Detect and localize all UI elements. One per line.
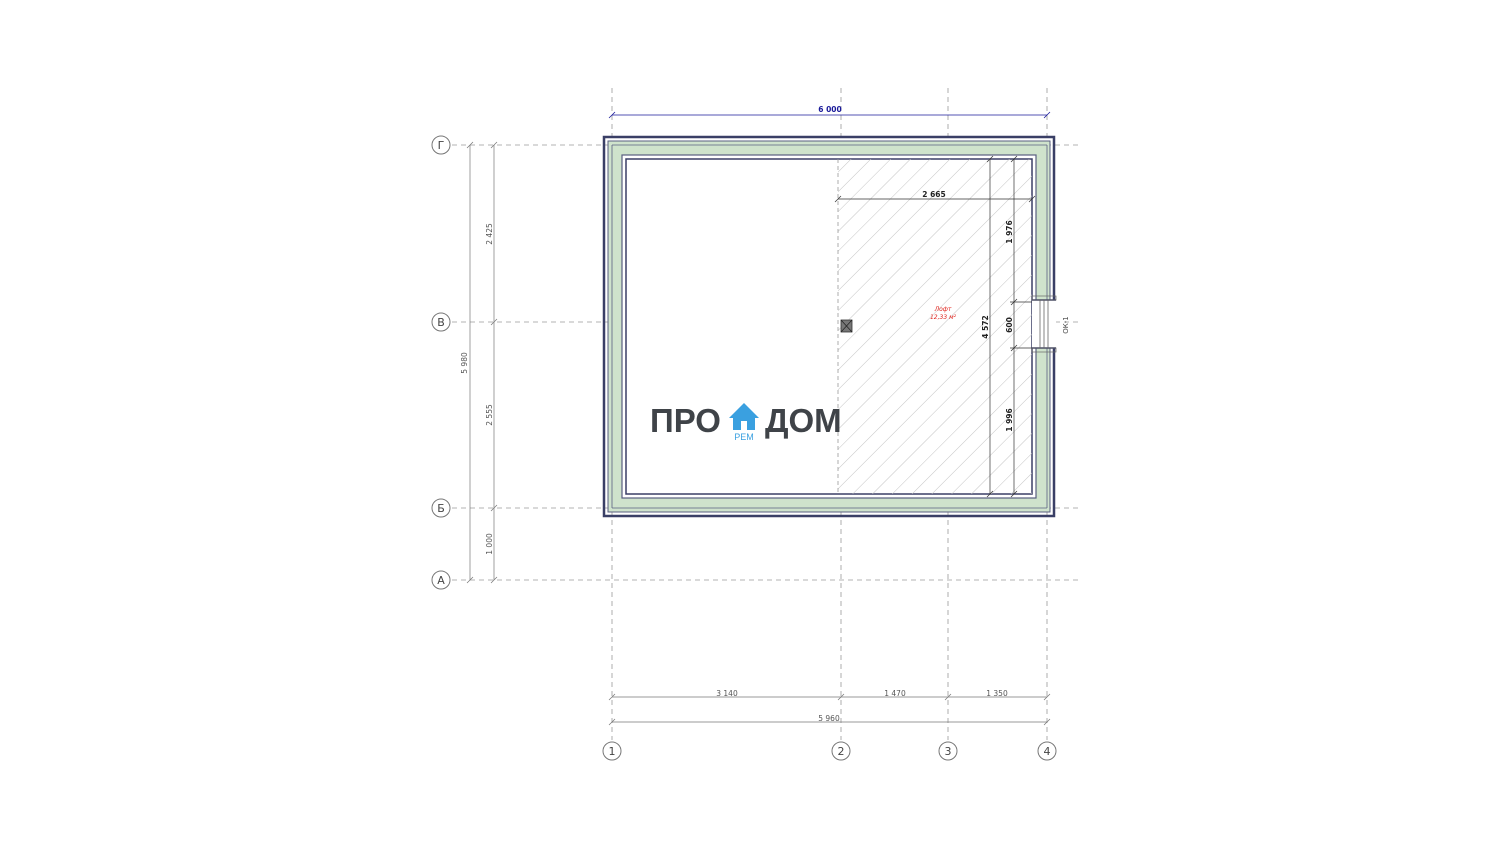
dim-tick — [490, 141, 498, 149]
axis-label-col-4: 4 — [1044, 745, 1051, 758]
dim-tick — [490, 318, 498, 326]
dim-tick — [608, 111, 616, 119]
chimney-marker — [840, 319, 853, 333]
bottom-total-dimension: 5 960 — [818, 714, 840, 723]
dim-tick — [490, 576, 498, 584]
dim-tick — [1010, 490, 1018, 498]
room-name: Лофт — [934, 306, 952, 313]
dim-tick — [1043, 693, 1051, 701]
right-dimension-1: 1 976 — [1005, 220, 1014, 244]
axis-label-row-g: Г — [438, 139, 445, 152]
house-icon — [729, 403, 759, 430]
right-dimension-2: 600 — [1005, 317, 1014, 333]
dim-tick — [1043, 111, 1051, 119]
bottom-dimension-2: 1 470 — [884, 689, 906, 698]
window-label: ОК-1 — [1062, 316, 1070, 333]
axis-marker-row-g: Г — [431, 135, 451, 155]
dim-tick — [837, 693, 845, 701]
loft-depth-dimension: 4 572 — [981, 315, 990, 339]
axis-marker-col-3: 3 — [938, 741, 958, 761]
left-dimension-2: 2 555 — [485, 404, 494, 426]
left-dimensions — [466, 141, 498, 584]
room-label: Лофт 12,33 м² — [930, 306, 957, 321]
dim-tick — [1043, 718, 1051, 726]
axis-marker-col-1: 1 — [602, 741, 622, 761]
dim-tick — [986, 490, 994, 498]
axis-marker-col-4: 4 — [1037, 741, 1057, 761]
right-dimension-3: 1 996 — [1005, 408, 1014, 432]
loft-zone — [837, 159, 1032, 494]
bottom-dimension-3: 1 350 — [986, 689, 1008, 698]
logo-word-right: ДОМ — [765, 402, 842, 439]
top-dimension: 6 000 — [608, 105, 1051, 119]
bottom-dimension-1: 3 140 — [716, 689, 738, 698]
axis-label-col-1: 1 — [609, 745, 616, 758]
bottom-dimensions — [608, 693, 1051, 726]
axis-label-col-2: 2 — [838, 745, 845, 758]
dim-tick — [466, 576, 474, 584]
loft-hatch-area — [838, 159, 1032, 494]
dim-tick — [944, 693, 952, 701]
dim-tick — [608, 693, 616, 701]
left-total-dimension: 5 980 — [460, 352, 469, 374]
axis-marker-row-a: А — [431, 570, 451, 590]
axis-label-col-3: 3 — [945, 745, 952, 758]
room-area: 12,33 м² — [930, 314, 957, 321]
axis-label-row-v: В — [437, 316, 445, 329]
loft-width-dimension: 2 665 — [922, 190, 946, 199]
axis-label-row-b: Б — [437, 502, 445, 515]
row-axis-markers: Г В Б А — [431, 135, 451, 590]
axis-marker-row-b: Б — [431, 498, 451, 518]
left-dimension-1: 2 425 — [485, 223, 494, 245]
dim-tick — [608, 718, 616, 726]
loft-dimensions — [834, 155, 1036, 498]
window-sill — [1031, 347, 1057, 353]
dim-tick — [490, 504, 498, 512]
dim-tick — [1010, 155, 1018, 163]
dim-tick — [834, 195, 842, 203]
logo-word-left: ПРО — [650, 402, 721, 439]
chimney-cross — [840, 319, 853, 333]
axis-marker-col-2: 2 — [831, 741, 851, 761]
window-ok-1: ОК-1 — [1031, 295, 1070, 353]
column-axis-markers: 1 2 3 4 — [602, 741, 1057, 761]
logo-word-sub: РЕМ — [734, 432, 754, 442]
axis-label-row-a: А — [437, 574, 445, 587]
axis-marker-row-v: В — [431, 312, 451, 332]
dim-tick — [1028, 195, 1036, 203]
left-dimension-3: 1 000 — [485, 533, 494, 555]
dim-tick — [466, 141, 474, 149]
brand-logo: ПРО РЕМ ДОМ — [650, 402, 842, 442]
dim-tick — [986, 155, 994, 163]
window-sill — [1031, 295, 1057, 301]
top-total-dimension: 6 000 — [818, 105, 842, 114]
